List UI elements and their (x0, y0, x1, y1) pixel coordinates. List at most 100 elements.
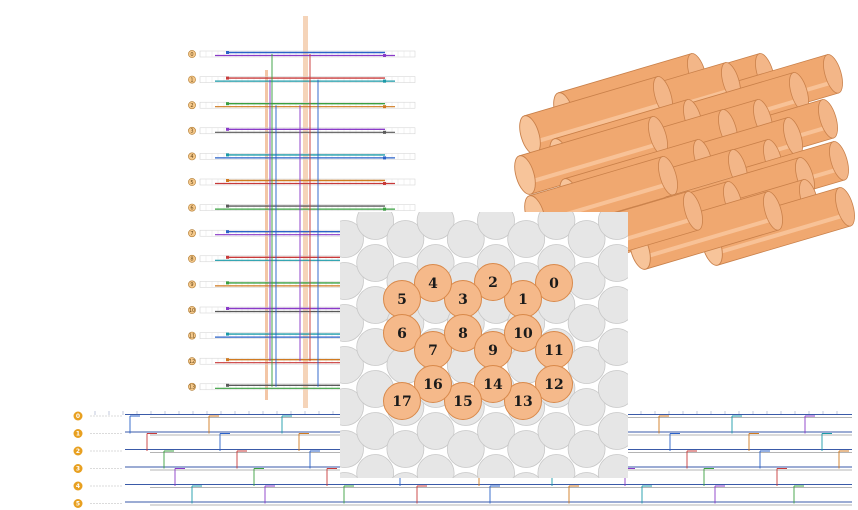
helix-circle (535, 264, 573, 302)
strand-row: 3 (188, 126, 416, 135)
strand-end (226, 383, 229, 387)
strand-end (226, 127, 229, 131)
strand-row: 6 (188, 203, 416, 212)
helix-circle (474, 365, 512, 403)
empty-lattice-site (340, 262, 364, 300)
helix-label: 2 (488, 275, 498, 291)
empty-lattice-site (597, 286, 628, 324)
strand-end (226, 102, 229, 106)
cylinder-end-back (818, 99, 838, 139)
row-label: 9 (190, 282, 193, 288)
empty-lattice-site (416, 212, 455, 240)
empty-lattice-site (477, 412, 515, 450)
strand-row: 4 (188, 152, 416, 161)
row-badge (188, 280, 196, 289)
empty-lattice-site (537, 212, 576, 240)
helix-circle (474, 263, 512, 301)
row-badge (188, 254, 196, 263)
row-label: 5 (76, 500, 80, 507)
cylinder-end-back (829, 141, 849, 181)
empty-lattice-site (477, 454, 515, 478)
helix-17: 17 (383, 382, 421, 420)
helix-14: 14 (474, 365, 512, 403)
empty-lattice-site (446, 220, 485, 258)
strand-row: 5 (73, 499, 852, 508)
guide-bar (303, 16, 308, 408)
empty-lattice-site (452, 472, 480, 478)
row-badge (188, 75, 196, 84)
empty-lattice-site (477, 212, 515, 240)
helix-15: 15 (444, 382, 482, 420)
empty-lattice-site (567, 346, 606, 384)
empty-lattice-site (572, 472, 601, 478)
row-label: 11 (189, 333, 195, 339)
empty-lattice-site (416, 412, 455, 450)
strand-end (383, 182, 386, 185)
cylinder-end-back (683, 191, 703, 231)
empty-lattice-site (446, 430, 485, 468)
empty-lattice-site (340, 472, 359, 478)
strand-end (226, 153, 229, 157)
strand-row: 5 (188, 178, 416, 186)
row-badge (188, 306, 196, 314)
row-badge (188, 126, 196, 135)
row-label: 1 (76, 430, 80, 437)
empty-lattice-site (340, 388, 364, 426)
row-label: 5 (190, 180, 193, 186)
helix-label: 1 (518, 292, 528, 308)
row-badge (188, 203, 196, 212)
row-label: 3 (76, 465, 80, 472)
empty-lattice-site (507, 430, 546, 468)
helix-11: 11 (535, 331, 573, 369)
empty-lattice-site (340, 304, 364, 342)
row-badge (188, 50, 196, 58)
row-badge (73, 446, 83, 456)
empty-lattice-site (537, 412, 576, 450)
empty-lattice-site (567, 388, 606, 426)
strand-end (226, 230, 229, 234)
empty-lattice-site (416, 454, 455, 478)
empty-lattice-site (340, 430, 364, 468)
empty-lattice-site (597, 328, 628, 366)
helix-circle (504, 382, 542, 420)
empty-lattice-site (629, 305, 666, 342)
helix-circle (414, 365, 452, 403)
empty-lattice-site (356, 212, 395, 240)
helix-10: 10 (504, 314, 542, 352)
helix-label: 5 (397, 292, 407, 308)
helix-label: 3 (458, 292, 468, 308)
helix-6: 6 (383, 314, 421, 352)
helix-circle (504, 314, 542, 352)
empty-lattice-site (340, 220, 364, 258)
strand-end (226, 358, 229, 362)
strand-row: 0 (188, 50, 416, 58)
strand-end (226, 204, 229, 208)
empty-lattice-site (356, 244, 395, 282)
row-label: 3 (190, 129, 193, 135)
empty-lattice-site (391, 472, 420, 478)
helix-5: 5 (383, 280, 421, 318)
helix-label: 16 (423, 377, 442, 393)
row-label: 8 (190, 257, 193, 263)
helix-circle (414, 264, 452, 302)
empty-lattice-site (340, 346, 364, 384)
helix-label: 10 (513, 326, 533, 342)
empty-lattice-site (567, 304, 606, 342)
empty-lattice-site (356, 412, 395, 450)
helix-label: 15 (453, 394, 472, 410)
helix-label: 12 (544, 377, 563, 393)
strand-end (383, 130, 386, 134)
helix-2: 2 (474, 263, 512, 301)
helix-circle (383, 314, 421, 352)
strand-end (226, 255, 229, 259)
helix-label: 8 (458, 326, 468, 342)
strand-end (226, 307, 229, 310)
empty-lattice-site (512, 472, 540, 478)
row-badge (73, 429, 83, 438)
helix-4: 4 (414, 264, 452, 302)
strand-end (226, 332, 229, 336)
helix-16: 16 (414, 365, 452, 403)
